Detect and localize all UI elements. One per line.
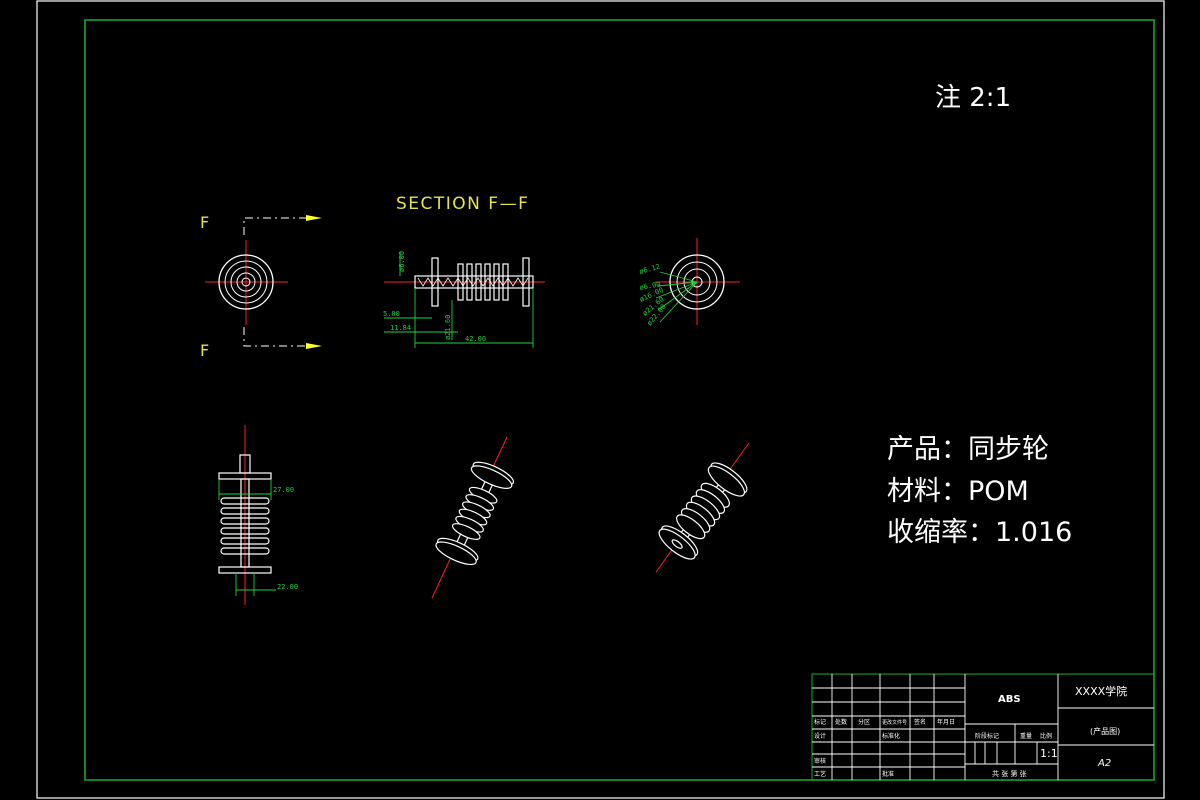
gear-mid-circle	[224, 260, 268, 304]
title-block	[811, 673, 1155, 781]
section-dimension-lines	[384, 252, 534, 348]
inner-border	[84, 19, 1155, 781]
tb-material: ABS	[998, 694, 1021, 705]
cut-arrow-bottom	[306, 343, 322, 349]
outer-border	[36, 0, 1165, 799]
section-view: ø6.00 5.00 11.84 ø21.60 42.00	[383, 251, 545, 348]
front-bottom-flange	[218, 566, 272, 574]
section-flange-left	[431, 257, 439, 307]
section-title: SECTION F—F	[396, 194, 529, 214]
section-ribs	[457, 263, 509, 301]
tb-label-count: 处数	[835, 718, 847, 726]
gear-inner-circle	[230, 266, 262, 298]
scale-note: 注 2:1	[935, 83, 1011, 113]
gear-outer-circle	[218, 254, 274, 310]
top-left-view: F F	[200, 213, 322, 360]
bore-circle	[241, 277, 251, 287]
radial-leaders	[655, 271, 698, 323]
section-hatch	[417, 277, 529, 287]
dim-section-3: 11.84	[390, 324, 411, 332]
tb-label-check: 审核	[814, 757, 826, 765]
tb-label-sign: 签名	[914, 718, 926, 726]
dim-front-1: 27.00	[273, 486, 294, 494]
section-marker-bottom: F	[200, 341, 209, 360]
material-line: 材料：POM	[887, 476, 1029, 507]
dim-radial-1: ø6.12	[638, 263, 660, 276]
tb-label-ratio: 比例	[1040, 732, 1052, 740]
dim-radial-2: ø6.00	[639, 280, 661, 292]
section-shaft	[414, 275, 534, 289]
product-line: 产品：同步轮	[887, 434, 1049, 465]
cut-arrow-top	[306, 215, 322, 221]
dim-front-2: 22.00	[277, 583, 298, 591]
front-ribs	[220, 497, 270, 555]
tb-label-zone: 分区	[858, 718, 870, 726]
tb-drawing-name: (产品图)	[1090, 726, 1120, 736]
tb-label-change: 更改文件号	[882, 719, 907, 726]
dim-section-1: ø6.00	[398, 251, 406, 272]
right-mid-circle	[676, 261, 718, 303]
front-dimension-lines	[218, 479, 276, 596]
section-flange-right	[522, 257, 530, 307]
cut-line-bottom	[243, 327, 320, 347]
tb-label-design: 设计	[814, 732, 826, 740]
tb-school: XXXX学院	[1075, 684, 1127, 698]
right-bore-circle	[691, 276, 703, 288]
tb-label-mark: 标记	[814, 718, 826, 726]
tb-label-stage: 阶段标记	[975, 732, 999, 740]
section-marker-top: F	[200, 213, 209, 232]
tb-label-approve: 批准	[882, 770, 894, 778]
dim-section-4: ø21.60	[444, 315, 452, 340]
hub-circle	[236, 272, 256, 292]
tb-label-process: 工艺	[814, 770, 826, 778]
isometric-view-2	[655, 442, 750, 573]
isometric-view-1	[431, 436, 515, 599]
tb-company: 共 张 第 张	[992, 769, 1027, 778]
dim-section-2: 5.00	[383, 310, 400, 318]
tb-sheet-size: A2	[1097, 758, 1111, 769]
cut-line-top	[243, 217, 320, 235]
tb-scale: 1:1	[1040, 747, 1058, 760]
right-inner-circle	[683, 268, 711, 296]
front-view: 27.00 22.00	[218, 425, 298, 605]
right-view: ø6.12 ø6.00 ø16.00 ø21.60 ø22.00	[638, 238, 740, 327]
tb-label-standard: 标准化	[882, 732, 900, 740]
shrinkage-line: 收缩率：1.016	[887, 517, 1072, 548]
tb-label-date: 年月日	[937, 718, 955, 726]
title-block-text: ABS XXXX学院 (产品图) A2 1:1 共 张 第 张 标记 处数 分区…	[814, 684, 1127, 778]
dim-section-5: 42.00	[465, 335, 486, 343]
tb-label-weight: 重量	[1020, 732, 1032, 740]
right-outer-circle	[669, 254, 725, 310]
